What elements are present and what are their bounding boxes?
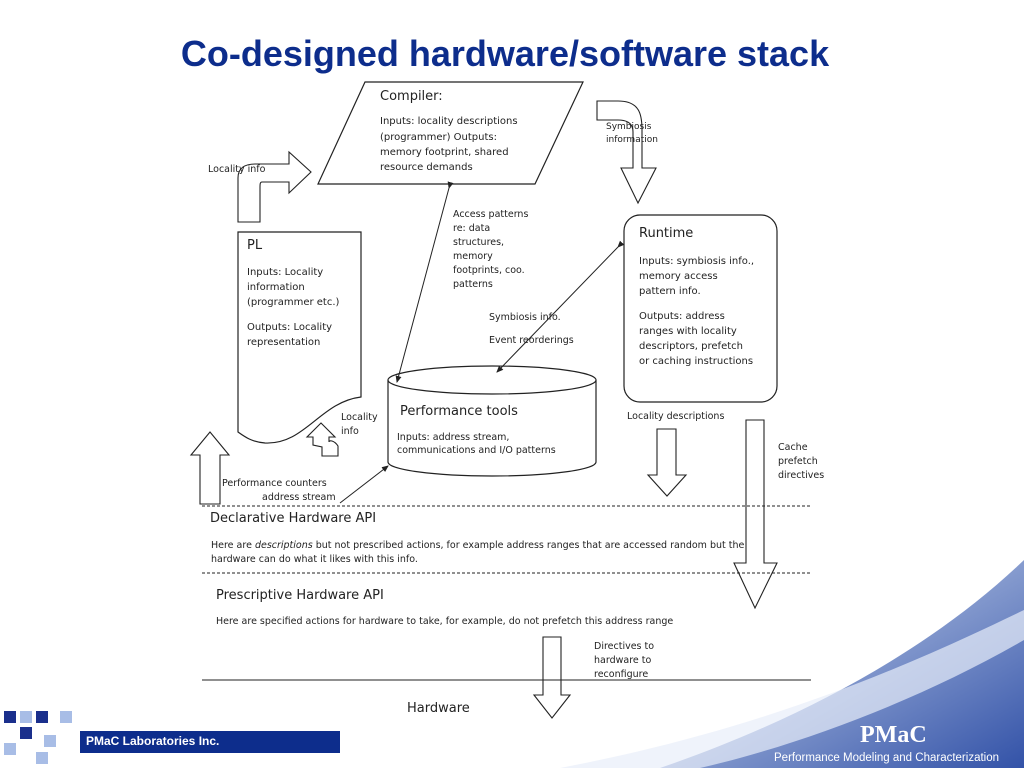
square-6 (44, 735, 56, 747)
declarative-api-text-2: hardware can do what it likes with this … (211, 554, 418, 565)
locality-info-mid-label-2: info (341, 426, 359, 437)
square-3 (36, 711, 48, 723)
locality-descriptions-label: Locality descriptions (627, 411, 725, 422)
square-2 (20, 711, 32, 723)
perf-tools-line-2: communications and I/O patterns (397, 445, 556, 456)
footer-swoosh-light (560, 610, 1024, 768)
slide-title: Co-designed hardware/software stack (180, 33, 830, 74)
compiler-line-4: resource demands (380, 162, 473, 173)
access-patterns-4: memory (453, 251, 493, 262)
hardware-label: Hardware (407, 701, 470, 716)
square-5 (20, 727, 32, 739)
compiler-line-2: (programmer) Outputs: (380, 132, 497, 143)
locality-info-small-arrow (305, 422, 339, 457)
declarative-api-text-1: Here are descriptions but not prescribed… (211, 540, 745, 551)
square-1 (4, 711, 16, 723)
perf-tools-top (387, 365, 597, 395)
pl-outputs-2: representation (247, 337, 321, 348)
cache-prefetch-label-1: Cache (778, 442, 808, 453)
runtime-heading: Runtime (639, 226, 694, 241)
locality-info-arrow (237, 150, 312, 223)
compiler-heading: Compiler: (380, 89, 443, 104)
runtime-inputs-3: pattern info. (639, 286, 701, 297)
symbiosis-info-arrow (596, 100, 657, 205)
square-7 (4, 743, 16, 755)
directives-label-1: Directives to (594, 641, 655, 652)
access-patterns-2: re: data (453, 223, 491, 234)
pl-heading: PL (247, 238, 263, 253)
perf-tools-heading: Performance tools (400, 404, 518, 419)
cache-prefetch-label-2: prefetch (778, 456, 818, 467)
access-patterns-1: Access patterns (453, 209, 529, 220)
cache-prefetch-label-3: directives (778, 470, 825, 481)
perf-tools-line-1: Inputs: address stream, (397, 432, 510, 443)
runtime-inputs-1: Inputs: symbiosis info., (639, 256, 755, 267)
cache-prefetch-down-arrow (733, 419, 778, 610)
event-reorderings-label: Event reorderings (489, 335, 574, 346)
pmac-tagline: Performance Modeling and Characterizatio… (774, 752, 1000, 764)
symbiosis-info-label: Symbiosis info. (489, 312, 561, 323)
access-patterns-3: structures, (453, 237, 505, 248)
pmac-logo: PMaC (860, 722, 927, 748)
symbiosis-information-label-1: Symbiosis (606, 122, 652, 132)
perf-counters-label-2: address stream (262, 492, 336, 503)
declarative-api-heading: Declarative Hardware API (210, 511, 377, 526)
pl-outputs-1: Outputs: Locality (247, 322, 333, 333)
directives-label-2: hardware to (594, 655, 652, 666)
directives-label-3: reconfigure (594, 669, 649, 680)
locality-info-top-label: Locality info (208, 164, 266, 175)
perf-counters-up-arrow (189, 431, 231, 505)
access-patterns-6: patterns (453, 279, 493, 290)
runtime-inputs-2: memory access (639, 271, 718, 282)
pl-inputs-2: information (247, 282, 305, 293)
compiler-box (317, 81, 584, 185)
company-bar: PMaC Laboratories Inc. (80, 731, 340, 753)
pl-box (237, 231, 362, 444)
address-stream-link (339, 465, 389, 504)
pl-inputs-3: (programmer etc.) (247, 297, 340, 308)
compiler-line-3: memory footprint, shared (380, 147, 509, 158)
compiler-line-1: Inputs: locality descriptions (380, 116, 518, 127)
footer-swoosh (660, 560, 1024, 768)
locality-descriptions-down-arrow (646, 428, 688, 497)
pl-inputs-1: Inputs: Locality (247, 267, 324, 278)
perf-tools-cylinder (387, 380, 597, 477)
prescriptive-api-text: Here are specified actions for hardware … (216, 616, 674, 627)
locality-info-mid-label-1: Locality (341, 412, 378, 423)
prescriptive-api-heading: Prescriptive Hardware API (216, 588, 384, 603)
access-patterns-5: footprints, coo. (453, 265, 525, 276)
symbiosis-link (496, 240, 625, 373)
directives-down-arrow (532, 636, 572, 719)
company-name: PMaC Laboratories Inc. (86, 734, 220, 748)
runtime-outputs-3: descriptors, prefetch (639, 341, 743, 352)
square-8 (36, 752, 48, 764)
runtime-outputs-1: Outputs: address (639, 311, 725, 322)
runtime-outputs-2: ranges with locality (639, 326, 737, 337)
perf-counters-label-1: Performance counters (222, 478, 327, 489)
symbiosis-information-label-2: information (606, 135, 658, 145)
access-patterns-link (395, 181, 454, 383)
runtime-outputs-4: or caching instructions (639, 356, 754, 367)
square-4 (60, 711, 72, 723)
